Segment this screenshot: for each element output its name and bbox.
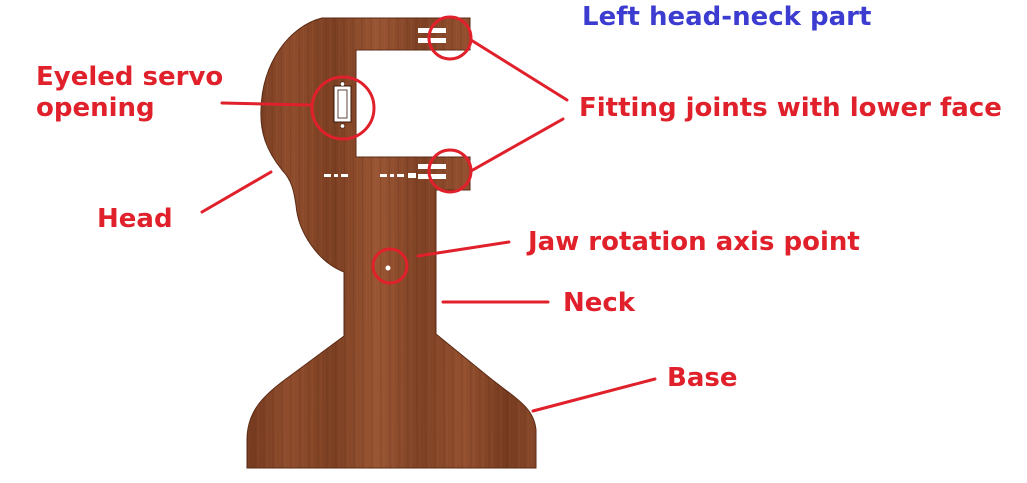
upper-fitting-joint [418, 28, 446, 43]
label-jaw-axis: Jaw rotation axis point [528, 227, 860, 257]
annotation-circles [310, 15, 473, 285]
label-eyeled-servo: Eyeled servo opening [36, 62, 223, 124]
label-eyeled-servo-line1: Eyeled servo [36, 62, 224, 92]
label-base: Base [667, 363, 738, 393]
lower-fitting-joint [418, 164, 446, 179]
line-base [531, 377, 657, 413]
line-jaw-axis [416, 240, 511, 258]
leader-lines [200, 38, 657, 413]
line-eyeled-servo [220, 101, 312, 107]
wooden-part [246, 17, 537, 469]
jaw-axis-hole [385, 265, 391, 271]
circle-servo-opening [310, 75, 376, 141]
line-head [200, 170, 273, 214]
diagram-title: Left head-neck part [582, 2, 872, 32]
line-fitting-upper [469, 38, 569, 102]
slot-holes [324, 173, 416, 178]
label-fitting-joints: Fitting joints with lower face [579, 93, 1002, 123]
circle-jaw-axis [371, 247, 409, 285]
label-neck: Neck [563, 288, 636, 318]
servo-opening [333, 81, 352, 129]
label-head: Head [97, 204, 173, 234]
line-fitting-lower [469, 117, 565, 173]
circle-upper-joint [427, 15, 473, 61]
label-eyeled-servo-line2: opening [36, 93, 155, 123]
